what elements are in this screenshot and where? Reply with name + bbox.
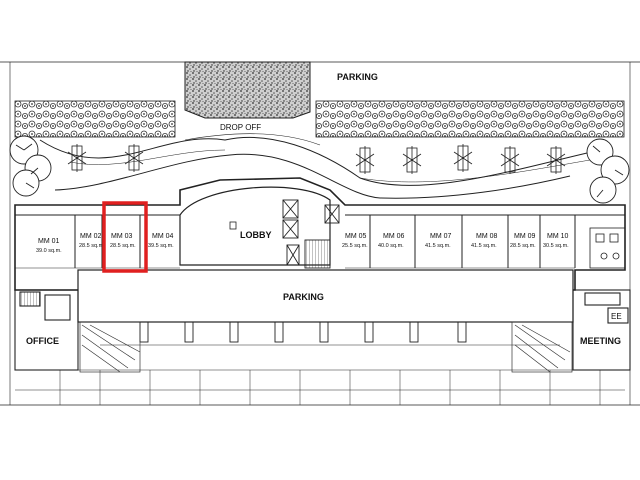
- unit-name: MM 02: [80, 233, 102, 240]
- unit-area: 40.0 sq.m.: [378, 243, 404, 249]
- parking-main-label: PARKING: [283, 292, 324, 302]
- unit-mm-04[interactable]: MM 04 39.5 sq.m.: [148, 233, 174, 249]
- unit-name: MM 04: [152, 233, 174, 240]
- parking-bays: [15, 321, 625, 405]
- unit-mm-06[interactable]: MM 06 40.0 sq.m.: [378, 233, 405, 249]
- unit-area: 30.5 sq.m.: [543, 243, 569, 249]
- trees: [9, 135, 630, 204]
- core: [282, 199, 340, 269]
- lobby-label: LOBBY: [240, 230, 272, 240]
- office-block: [14, 289, 79, 371]
- unit-mm-09[interactable]: MM 09 28.5 sq.m.: [510, 233, 536, 249]
- meeting-block: [572, 289, 631, 371]
- unit-mm-01[interactable]: MM 01 39.0 sq.m.: [36, 238, 62, 254]
- unit-mm-07[interactable]: MM 07 41.5 sq.m.: [425, 233, 452, 249]
- unit-area: 28.5 sq.m.: [510, 243, 536, 249]
- ramps: [79, 321, 573, 373]
- unit-area: 28.5 sq.m.: [110, 243, 136, 249]
- office-label: OFFICE: [26, 336, 59, 346]
- unit-name: MM 10: [547, 233, 569, 240]
- unit-name: MM 09: [514, 233, 536, 240]
- hedge-right: [315, 100, 625, 138]
- unit-name: MM 05: [345, 233, 367, 240]
- parking-area: [77, 269, 574, 323]
- ee-label: EE: [611, 312, 622, 321]
- unit-name: MM 08: [476, 233, 498, 240]
- unit-walls: [15, 214, 625, 269]
- lobby-wall: [179, 186, 331, 266]
- unit-area: 39.5 sq.m.: [148, 243, 174, 249]
- unit-name: MM 01: [38, 238, 60, 245]
- unit-mm-02[interactable]: MM 02 28.5 sq.m.: [79, 233, 105, 249]
- unit-mm-03[interactable]: MM 03 28.5 sq.m.: [110, 233, 136, 249]
- unit-area: 41.5 sq.m.: [425, 243, 451, 249]
- unit-name: MM 06: [383, 233, 405, 240]
- parking-top-label: PARKING: [337, 72, 378, 82]
- service-core-right: [589, 227, 626, 269]
- unit-area: 28.5 sq.m.: [79, 243, 105, 249]
- hedge-left: [14, 100, 176, 138]
- planters: [67, 144, 566, 174]
- unit-area: 41.5 sq.m.: [471, 243, 497, 249]
- highlight-box: [102, 201, 148, 273]
- unit-area: 39.0 sq.m.: [36, 248, 62, 254]
- unit-name: MM 07: [430, 233, 452, 240]
- unit-mm-05[interactable]: MM 05 25.5 sq.m.: [342, 233, 368, 249]
- unit-mm-10[interactable]: MM 10 30.5 sq.m.: [543, 233, 569, 249]
- unit-area: 25.5 sq.m.: [342, 243, 368, 249]
- unit-mm-08[interactable]: MM 08 41.5 sq.m.: [471, 233, 498, 249]
- lobby-column: [229, 221, 237, 230]
- drop-off-label: DROP OFF: [220, 123, 261, 132]
- unit-name: MM 03: [111, 233, 133, 240]
- drop-off-island: [184, 61, 311, 119]
- driveway: [39, 133, 601, 199]
- meeting-label: MEETING: [580, 336, 621, 346]
